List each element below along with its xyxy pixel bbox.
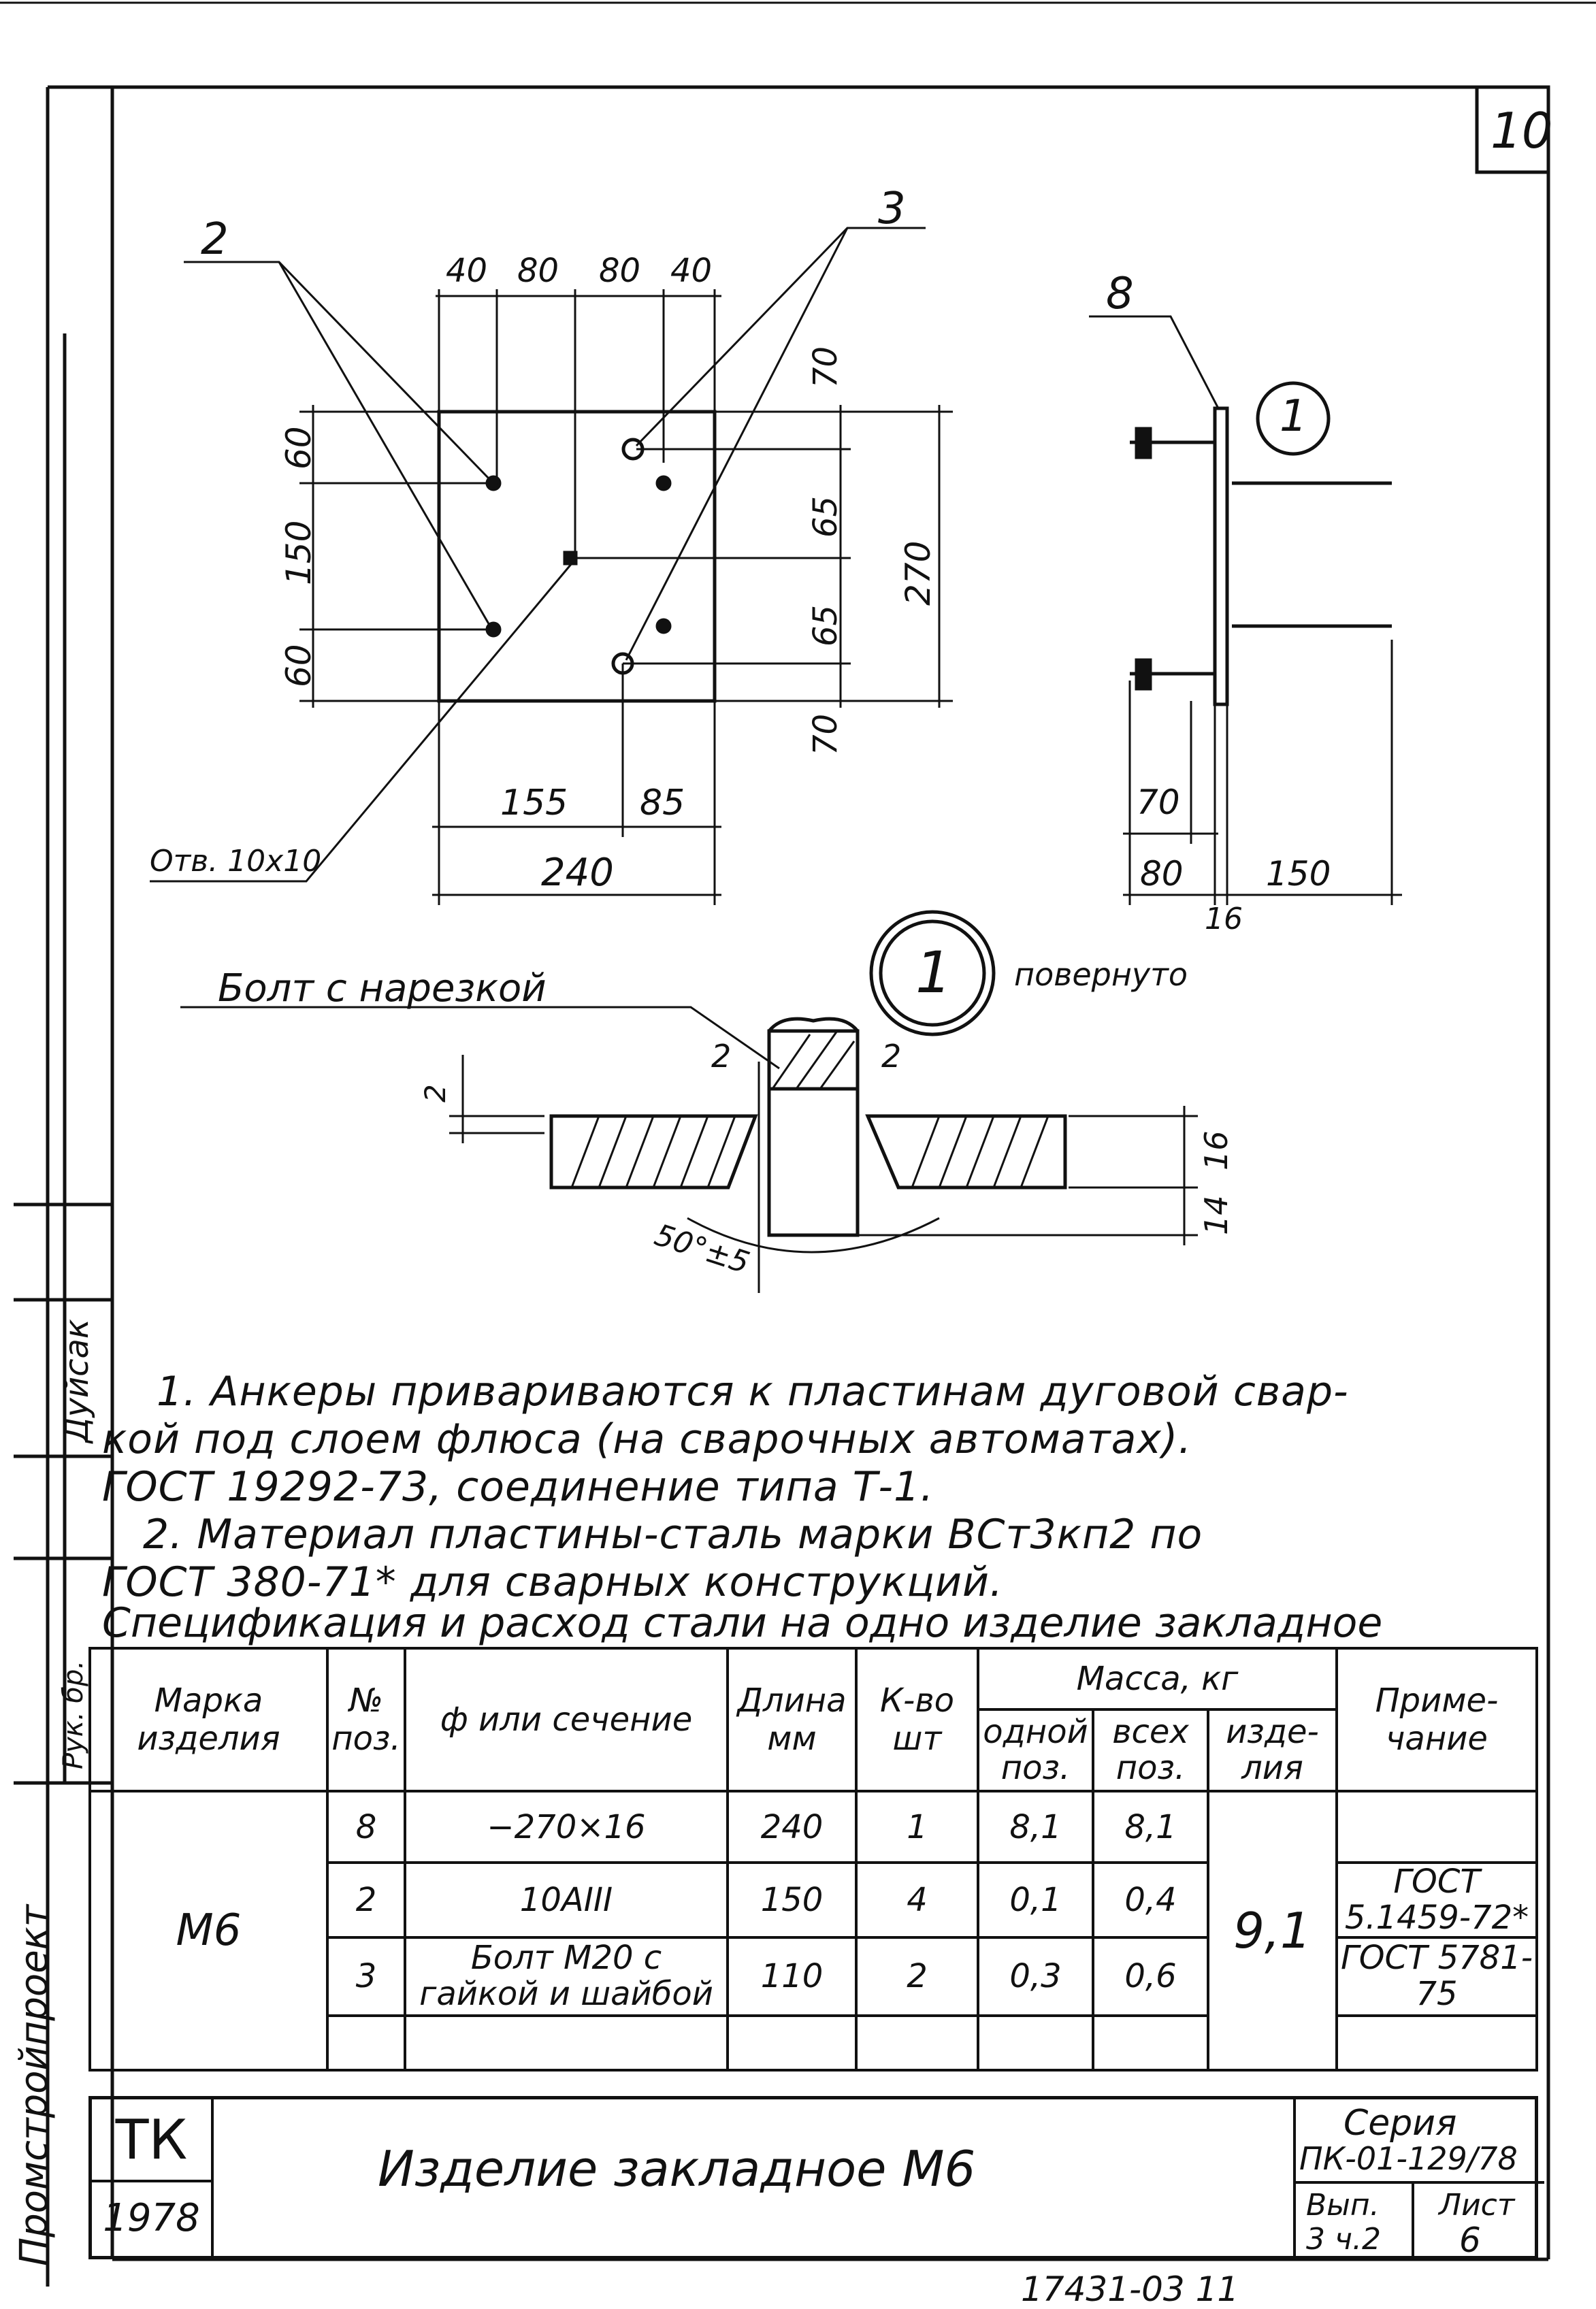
sheet-number: 10 [1491, 102, 1553, 159]
detail-dim-14: 14 [1198, 1195, 1235, 1235]
dim-top-4: 40 [670, 252, 713, 290]
callout-pos3: 3 [878, 184, 906, 234]
note-line-3: ГОСТ 19292-73, соединение типа Т-1. [102, 1463, 934, 1511]
spec-title: Спецификация и расход стали на одно изде… [102, 1599, 1383, 1647]
cell-pos: 8 [326, 1790, 406, 1864]
detail-dim-16: 16 [1198, 1130, 1235, 1170]
dim-total-width: 240 [541, 851, 614, 895]
cell-mass-all: 0,4 [1092, 1861, 1209, 1939]
cell-mass-item: 9,1 [1207, 1790, 1338, 2071]
side-dim-150: 150 [1266, 854, 1331, 894]
th-qty: К-во шт [855, 1647, 979, 1792]
dim-left-3: 60 [279, 644, 319, 687]
cell-length: 110 [726, 1935, 858, 2017]
dim-right-4: 70 [807, 713, 845, 755]
cell-section: Болт М20 с гайкой и шайбой [404, 1935, 729, 2017]
title-block: ТК 1978 Изделие закладное М6 Серия ПК-01… [88, 2096, 1544, 2260]
callout-pos8: 8 [1106, 269, 1134, 319]
dim-bottom-2: 85 [640, 783, 685, 823]
note-line-4: 2. Материал пластины-сталь марки ВСт3кп2… [143, 1511, 1203, 1558]
th-note: Приме- чание [1335, 1647, 1538, 1792]
dim-top-1: 40 [446, 252, 488, 290]
spec-table: Марка изделия № поз. ф или сечение Длина… [88, 1647, 1538, 2071]
th-pos: № поз. [326, 1647, 406, 1792]
cell-pos: 3 [326, 1935, 406, 2017]
side-dim-70: 70 [1137, 783, 1180, 822]
sheet-value: 6 [1459, 2221, 1481, 2260]
th-mass: Масса, кг [977, 1647, 1338, 1711]
dim-right-3: 65 [807, 604, 845, 646]
cell-pos: 2 [326, 1861, 406, 1939]
side-dim-16: 16 [1205, 902, 1243, 936]
year: 1978 [92, 2180, 214, 2256]
cell-note: ГОСТ 5781-75 [1335, 1935, 1538, 2017]
drawing-title: Изделие закладное М6 [378, 2140, 976, 2197]
dim-right-1: 70 [807, 346, 845, 388]
issue-label: Вып. [1306, 2188, 1380, 2223]
cell-section: −270×16 [404, 1790, 729, 1864]
bolt-label: Болт с нарезкой [218, 966, 547, 1011]
table-row: М6 8 −270×16 240 1 8,1 8,1 9,1 [88, 1790, 1538, 2071]
stamp-role: Рук. бр. [58, 1660, 89, 1769]
cell-section: 10АIII [404, 1861, 729, 1939]
cell-mass-one: 8,1 [977, 1790, 1094, 1864]
dim-left-2: 150 [279, 520, 319, 585]
cell-mass-all: 0,6 [1092, 1935, 1209, 2017]
callout-pos2: 2 [201, 214, 229, 265]
th-mass-item: изде- лия [1207, 1708, 1338, 1792]
cell-mass-all: 8,1 [1092, 1790, 1209, 1864]
callout-detail1-side: 1 [1280, 391, 1307, 442]
rotated-label: повернуто [1014, 956, 1188, 993]
dim-top-3: 80 [599, 252, 641, 290]
dim-total-height: 270 [898, 540, 938, 606]
cell-note: ГОСТ 5.1459-72* [1335, 1861, 1538, 1939]
th-section: ф или сечение [404, 1647, 729, 1792]
cell-note [1335, 1790, 1538, 1864]
side-dim-80: 80 [1140, 854, 1184, 894]
note-line-2: кой под слоем флюса (на сварочных автома… [102, 1415, 1192, 1463]
cell-qty: 2 [855, 1935, 979, 2017]
dim-top-2: 80 [517, 252, 559, 290]
stamp-org: Промстройпроект [12, 1904, 56, 2266]
series-number: ПК-01-129/78 [1299, 2140, 1518, 2177]
stamp-name: Дуйсак [58, 1319, 96, 1443]
cell-mark: М6 [88, 1790, 329, 2071]
dim-right-2: 65 [807, 495, 845, 538]
issue-number: 3 ч.2 [1306, 2222, 1381, 2257]
detail-dim-b: 2 [881, 1038, 902, 1075]
hole-label: Отв. 10х10 [150, 844, 322, 879]
cell-qty: 1 [855, 1790, 979, 1864]
callout-detail1: 1 [915, 939, 952, 1006]
org-code: ТК [92, 2099, 214, 2182]
cell-qty: 4 [855, 1861, 979, 1939]
detail-dim-c: 2 [419, 1084, 452, 1102]
cell-length: 240 [726, 1790, 858, 1864]
table-row: 2 10АIII 150 4 0,1 0,4 ГОСТ 5.1459-72* [90, 1861, 1538, 1939]
th-mark: Марка изделия [88, 1647, 329, 1792]
note-line-5: ГОСТ 380-71* для сварных конструкций. [102, 1558, 1004, 1606]
cell-mass-one: 0,1 [977, 1861, 1094, 1939]
detail-dim-a: 2 [711, 1038, 732, 1075]
dim-left-1: 60 [279, 426, 319, 470]
sheet-label: Лист [1439, 2188, 1515, 2223]
cell-length: 150 [726, 1861, 858, 1939]
th-mass-all: всех поз. [1092, 1708, 1209, 1792]
th-mass-one: одной поз. [977, 1708, 1094, 1792]
th-length: Длина мм [726, 1647, 858, 1792]
note-line-1: 1. Анкеры приваривaются к пластинам дуго… [157, 1368, 1349, 1415]
series-label: Серия [1343, 2103, 1457, 2144]
table-row: 3 Болт М20 с гайкой и шайбой 110 2 0,3 0… [90, 1935, 1538, 2017]
table-row-empty [90, 2014, 1538, 2071]
bottom-number: 17431-03 11 [1021, 2270, 1239, 2309]
cell-mass-one: 0,3 [977, 1935, 1094, 2017]
dim-bottom-1: 155 [500, 783, 568, 823]
